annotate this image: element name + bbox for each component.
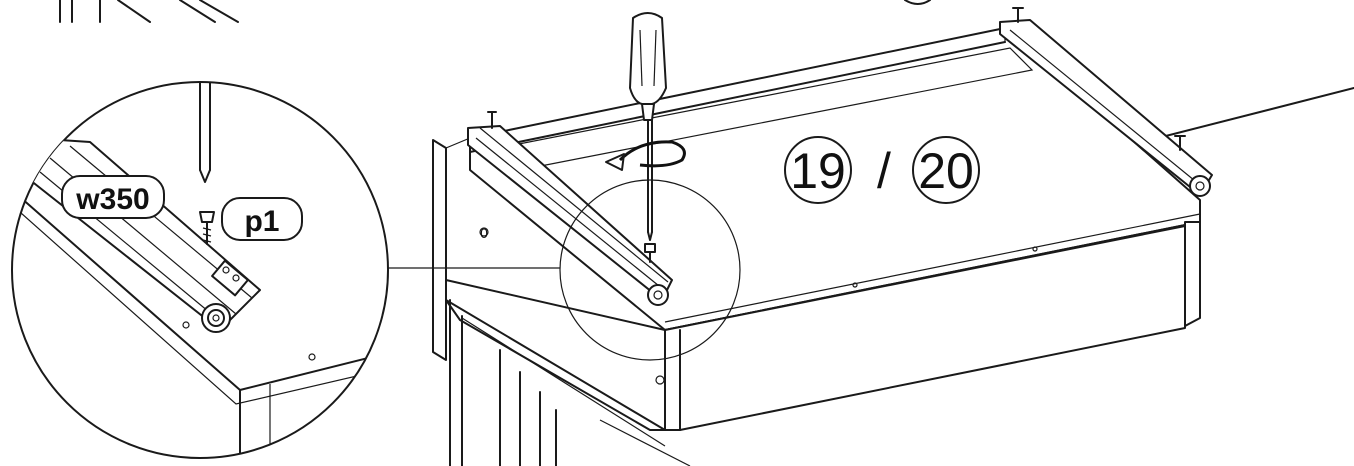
drawer-rail-left [467, 111, 673, 306]
step-separator: / [877, 143, 891, 199]
panel-mark: 0 [480, 225, 488, 241]
rail-part-callout: w350 [61, 175, 165, 219]
rail-part-label: w350 [75, 183, 149, 216]
detail-zoom-circle: w350 p1 [11, 81, 389, 459]
screwdriver-icon [629, 12, 667, 241]
partial-fragment-top-left [59, 0, 931, 23]
step-indicator: 19 / 20 [784, 136, 980, 204]
screw-part-label: p1 [244, 205, 279, 238]
step-number-total: 20 [918, 143, 974, 199]
drawer-rail-right [999, 7, 1213, 197]
cabinet-main [432, 27, 1354, 466]
rotate-arrow-icon [605, 140, 686, 171]
step-number-current: 19 [790, 143, 846, 199]
screw-icon [644, 243, 656, 263]
zoom-source-circle [559, 179, 741, 361]
screw-part-callout: p1 [221, 197, 303, 241]
